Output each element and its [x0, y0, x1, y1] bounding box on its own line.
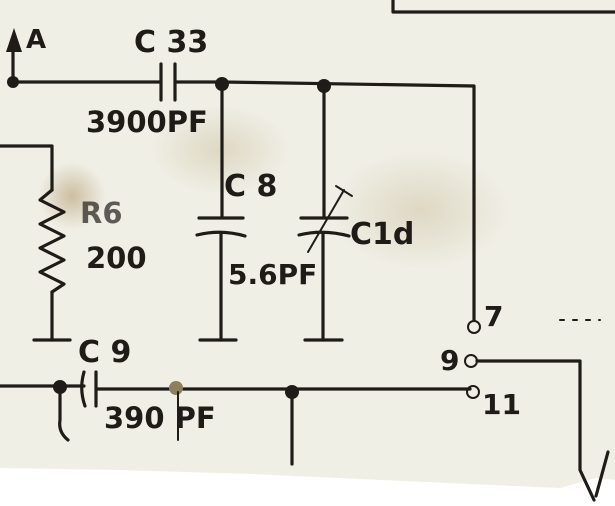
r6-bracket	[0, 144, 54, 192]
c8-plate-bottom	[195, 230, 247, 238]
c9-branch-down	[58, 386, 70, 442]
junction-dot	[7, 76, 19, 88]
c9-plate-left	[80, 370, 87, 408]
paper-stain	[330, 150, 510, 270]
label-pin9: 9	[440, 344, 459, 377]
label-pin11: 11	[482, 388, 521, 421]
label-c9-name: C 9	[78, 335, 131, 370]
label-r6-name: R6	[80, 196, 123, 230]
label-antenna: A	[26, 25, 46, 55]
label-c33-name: C 33	[134, 25, 208, 60]
top-line-right	[174, 80, 476, 322]
paper-stain	[150, 105, 290, 195]
antenna-arrow-icon	[6, 28, 22, 52]
label-r6-value: 200	[86, 241, 147, 275]
c1d-variable-arrow	[307, 189, 345, 253]
top-box-edge	[391, 0, 615, 14]
label-c33-value: 3900PF	[86, 105, 208, 139]
c1d-variable-tick	[335, 185, 353, 197]
label-c8-name: C 8	[224, 169, 277, 204]
label-c9-value: 390 PF	[104, 401, 216, 435]
label-c8-value: 5.6PF	[228, 258, 317, 291]
paper-stain	[38, 162, 106, 230]
switch-wiper-line	[475, 359, 596, 502]
terminal-11	[466, 385, 480, 399]
label-pin7: 7	[484, 300, 503, 333]
terminal-7	[467, 320, 481, 334]
r6-zigzag	[38, 188, 66, 294]
right-edge-line	[594, 450, 610, 498]
label-c1d-name: C1d	[350, 217, 414, 252]
junction-dot-faded	[169, 381, 183, 395]
c1d-plate-bottom	[297, 230, 351, 238]
paper-background	[0, 0, 615, 488]
